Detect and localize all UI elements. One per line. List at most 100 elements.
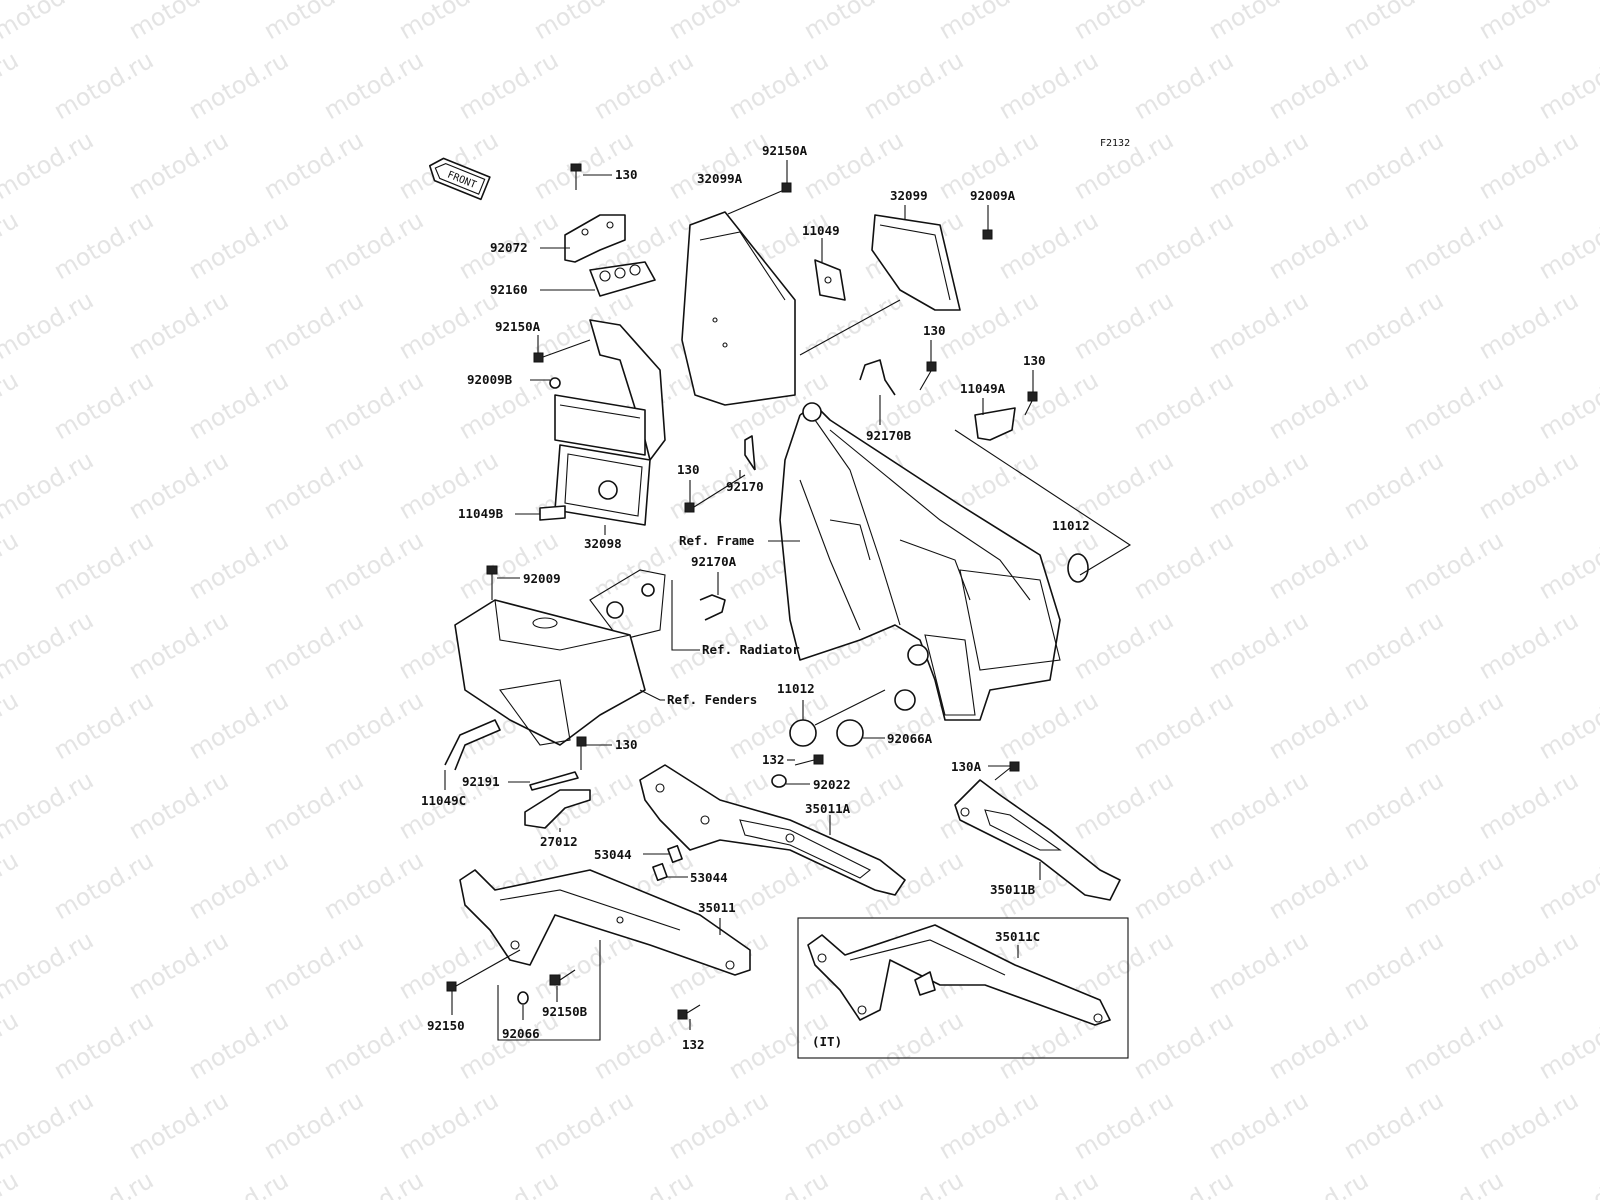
part-11049C-bracket (444, 719, 501, 771)
part-92150-bolt (446, 949, 521, 992)
label-32099: 32099 (890, 188, 928, 203)
label-130-top: 130 (615, 167, 638, 182)
part-53044-grommet-b (652, 862, 668, 882)
part-32099-cover (871, 214, 961, 311)
label-130-d: 130 (677, 462, 700, 477)
part-53044-grommet-a (667, 844, 683, 864)
part-35011A-cover (639, 764, 906, 896)
leader-11012-right (954, 429, 1132, 576)
label-92022: 92022 (813, 777, 851, 792)
label-92150A-left: 92150A (495, 319, 541, 334)
label-92066: 92066 (502, 1026, 540, 1041)
label-11049A: 11049A (960, 381, 1006, 396)
part-11049A-bracket (974, 407, 1016, 441)
part-92066-washer (517, 991, 529, 1005)
label-130-b: 130 (923, 323, 946, 338)
part-92150A-bolt-left (533, 352, 544, 363)
label-92066A: 92066A (887, 731, 933, 746)
part-92150A-bolt-top (781, 182, 792, 193)
part-92170-clamp (744, 435, 756, 471)
label-35011B: 35011B (990, 882, 1036, 897)
part-radiator-ref (589, 569, 666, 641)
part-32098-battery-case (554, 444, 651, 526)
label-130-e: 130 (615, 737, 638, 752)
label-92150B: 92150B (542, 1004, 588, 1019)
part-92022-washer (771, 774, 787, 788)
part-frame (779, 402, 1061, 721)
part-11012-cap-lower (789, 719, 817, 747)
label-53044-a: 53044 (594, 847, 632, 862)
part-92150B-bolt (549, 969, 576, 986)
part-32099A-cover (681, 211, 796, 406)
label-92170B: 92170B (866, 428, 912, 443)
part-92066A-cap (836, 689, 916, 747)
label-92170A: 92170A (691, 554, 737, 569)
label-92160: 92160 (490, 282, 528, 297)
part-130-bolt-b (919, 361, 937, 391)
label-35011: 35011 (698, 900, 736, 915)
label-92009: 92009 (523, 571, 561, 586)
part-92191-collar (529, 771, 579, 791)
label-11012-lower: 11012 (777, 681, 815, 696)
label-27012: 27012 (540, 834, 578, 849)
part-27012-bracket (524, 789, 591, 829)
label-ref-fenders: Ref. Fenders (667, 692, 757, 707)
part-35011B-guard (954, 779, 1121, 901)
label-92170: 92170 (726, 479, 764, 494)
label-ref-frame: Ref. Frame (679, 533, 755, 548)
label-53044-b: 53044 (690, 870, 728, 885)
label-11049: 11049 (802, 223, 840, 238)
label-92009A: 92009A (970, 188, 1016, 203)
part-11049-bracket (814, 259, 846, 301)
label-132-a: 132 (762, 752, 785, 767)
leader-92150A-left (542, 339, 591, 358)
part-132-bolt-b (677, 1004, 701, 1020)
part-92160-damper (589, 261, 656, 297)
variant-it-box (797, 917, 1129, 1059)
label-92150A-top: 92150A (762, 143, 808, 158)
part-92072-bracket (564, 214, 626, 263)
label-92009B: 92009B (467, 372, 513, 387)
part-92170A-clamp (699, 594, 726, 621)
front-arrow-icon: FRONT (428, 157, 491, 201)
part-92009A-bolt (982, 229, 993, 240)
label-130A: 130A (951, 759, 982, 774)
label-130-c: 130 (1023, 353, 1046, 368)
label-92150: 92150 (427, 1018, 465, 1033)
leader-11012-to-frame (814, 689, 886, 726)
part-35011C-guard (807, 924, 1111, 1026)
label-11049B: 11049B (458, 506, 504, 521)
subassembly-box-outline (497, 940, 601, 1041)
part-92009-bolt (486, 565, 498, 600)
label-92191: 92191 (462, 774, 500, 789)
part-92009B-bolt (549, 377, 561, 389)
part-11049B-bracket (539, 505, 566, 521)
label-35011C: 35011C (995, 929, 1040, 944)
figure-code: F2132 (1100, 138, 1130, 149)
part-130A-bolt (994, 761, 1020, 781)
part-130-bolt-c (1024, 391, 1038, 416)
label-11012-right: 11012 (1052, 518, 1090, 533)
label-32098: 32098 (584, 536, 622, 551)
label-11049C: 11049C (421, 793, 466, 808)
label-ref-radiator: Ref. Radiator (702, 642, 800, 657)
part-35011-guard (459, 869, 751, 976)
label-variant-it: (IT) (812, 1034, 842, 1049)
part-130-bolt-e (576, 736, 587, 770)
label-92072: 92072 (490, 240, 528, 255)
leader-32099-to-cover (799, 299, 901, 356)
part-11012-cap-right (1067, 553, 1089, 583)
label-132-b: 132 (682, 1037, 705, 1052)
part-92170B-clamp (859, 359, 896, 396)
leader-32099A (727, 189, 785, 215)
leader-ref-fenders (639, 689, 665, 701)
part-battery-holder (554, 319, 666, 461)
part-front-tray (454, 599, 646, 746)
leader-ref-radiator (671, 580, 700, 651)
label-35011A: 35011A (805, 801, 851, 816)
label-32099A: 32099A (697, 171, 743, 186)
part-130-bolt (570, 163, 582, 190)
part-132-bolt-a (794, 754, 824, 766)
